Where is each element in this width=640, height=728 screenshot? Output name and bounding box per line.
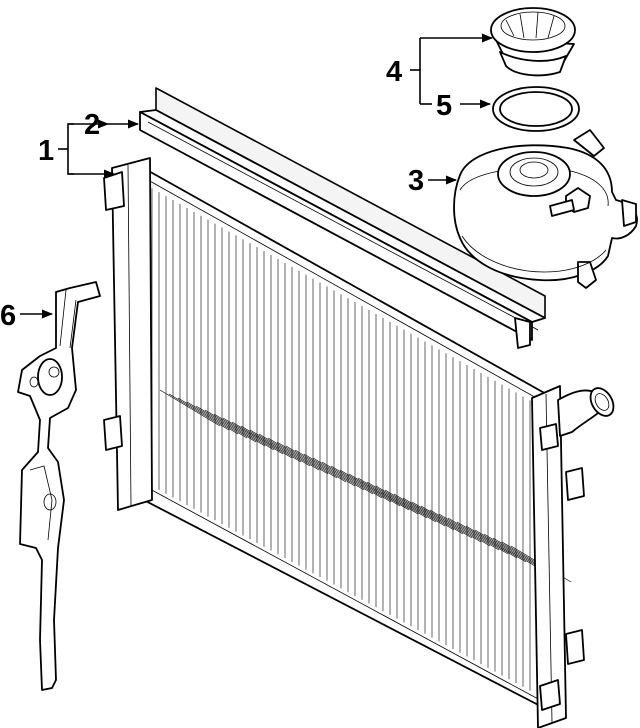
radiator	[103, 157, 615, 728]
callout-leaders	[20, 33, 494, 319]
side-air-deflector	[17, 281, 101, 691]
callout-6: 6	[0, 300, 16, 332]
callout-3: 3	[408, 165, 424, 197]
callout-5: 5	[436, 90, 452, 122]
callout-4: 4	[386, 56, 402, 88]
callout-1: 1	[38, 135, 54, 167]
cap-o-ring	[492, 86, 580, 132]
radiator-seal	[139, 87, 546, 349]
callout-2: 2	[84, 109, 100, 141]
coolant-reservoir	[453, 129, 638, 289]
reservoir-cap	[490, 7, 576, 77]
radiator-fins	[151, 188, 572, 691]
